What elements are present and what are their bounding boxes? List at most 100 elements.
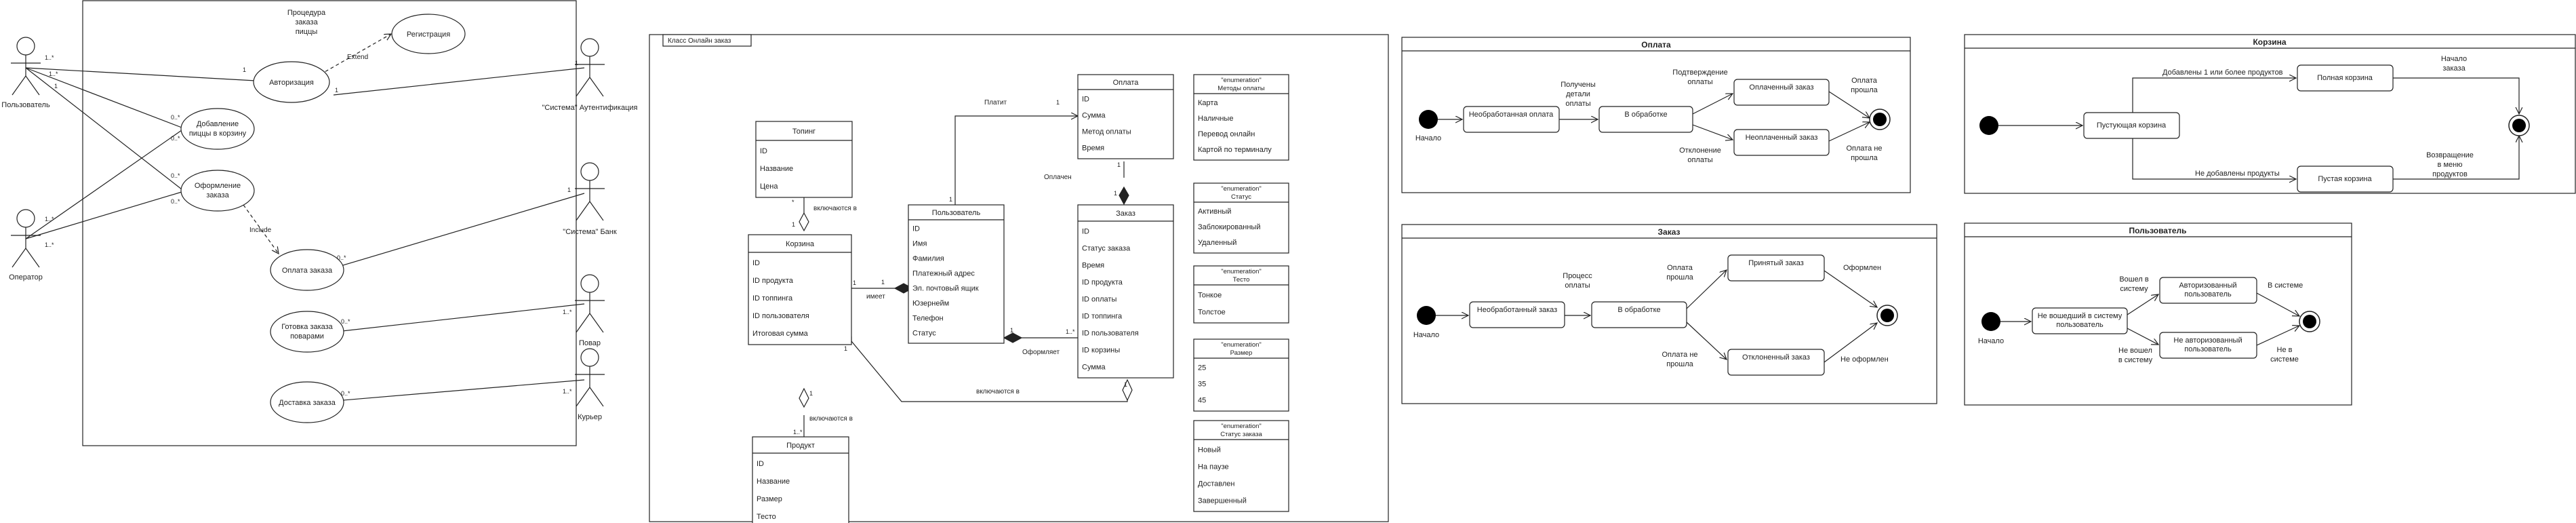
- class-field: ID: [1082, 227, 1089, 235]
- payment-state-unpaid[interactable]: [1733, 129, 1830, 156]
- usecase-add-pizza[interactable]: [180, 108, 255, 150]
- class-relation-labels: включаются в включаются в включаются в и…: [809, 99, 1072, 423]
- class-field: Размер: [757, 495, 782, 503]
- cart-state-full[interactable]: [2297, 64, 2394, 92]
- enum-status[interactable]: "enumeration"СтатусАктивныйЗаблокированн…: [1193, 182, 1289, 254]
- order-label-not-issued: Не оформлен: [1840, 355, 1889, 364]
- class-field: Перевод онлайн: [1198, 130, 1255, 138]
- order-start-label: Начало: [1413, 331, 1439, 339]
- user-state-unauthorized[interactable]: [2159, 332, 2257, 359]
- cart-frame: [1964, 34, 2576, 194]
- svg-text:1: 1: [881, 279, 885, 286]
- svg-text:имеет: имеет: [866, 293, 885, 301]
- svg-text:1: 1: [1117, 161, 1121, 168]
- state-order: Заказ Начало Необработанный заказ В обра…: [1401, 224, 1937, 404]
- class-header-label: "enumeration": [1221, 268, 1262, 275]
- usecase-pay[interactable]: [270, 249, 344, 291]
- class-field: ID: [912, 225, 920, 233]
- class-field: Сумма: [1082, 363, 1106, 371]
- order-state-accepted[interactable]: [1727, 254, 1825, 282]
- svg-text:Оформляет: Оформляет: [1022, 348, 1060, 356]
- actor-cook[interactable]: [575, 274, 605, 333]
- class-field: Цена: [760, 182, 778, 191]
- extend-label: Extend: [347, 54, 368, 61]
- class-frame-title: Класс Онлайн заказ: [668, 37, 731, 45]
- class-field: Карта: [1198, 99, 1218, 107]
- svg-text:1..*: 1..*: [793, 429, 803, 435]
- user-state-authorized[interactable]: [2159, 277, 2257, 304]
- cart-label-not-added: Не добавлены продукты: [2195, 170, 2280, 178]
- order-state-accepted-label: Принятый заказ: [1748, 259, 1804, 267]
- usecase-cook[interactable]: [270, 311, 344, 353]
- svg-text:0..*: 0..*: [171, 114, 180, 121]
- usecase-registration[interactable]: [391, 14, 466, 54]
- class-field: ID оплаты: [1082, 295, 1116, 303]
- actor-user[interactable]: [11, 37, 41, 96]
- usecase-multiplicities: 1..* 1..* 1 1 0..* 0..* 0..* 0..* 1..* 1…: [45, 54, 578, 397]
- cart-state-empty-start[interactable]: [2083, 112, 2180, 139]
- cart-state-empty[interactable]: [2297, 166, 2394, 193]
- user-state-entering[interactable]: [2032, 307, 2128, 334]
- class-field: ID продукта: [752, 277, 794, 285]
- class-field: ID продукта: [1082, 278, 1123, 286]
- class-field: ID топпинга: [752, 294, 793, 303]
- class-field: Статус заказа: [1082, 244, 1131, 252]
- state-user: Пользователь Начало Не вошедший в систем…: [1964, 222, 2352, 406]
- payment-start-node: [1419, 110, 1438, 129]
- class-field: Удаленный: [1198, 239, 1236, 247]
- usecase-delivery[interactable]: [270, 381, 344, 423]
- svg-text:1: 1: [1124, 381, 1127, 388]
- usecase-authorization-label: Авторизация: [269, 79, 314, 87]
- class-field: ID: [760, 147, 767, 155]
- state-cart: Корзина Пустующая корзина Полная корзина…: [1964, 34, 2576, 194]
- system-boundary: [82, 0, 577, 446]
- svg-text:1..*: 1..*: [563, 309, 572, 315]
- class-header-label: "enumeration": [1221, 77, 1262, 84]
- order-state-processing[interactable]: [1591, 301, 1687, 328]
- user-start-label: Начало: [1978, 337, 2004, 345]
- order-state-raw[interactable]: [1469, 301, 1565, 328]
- usecase-delivery-label: Доставка заказа: [279, 399, 336, 407]
- actor-bank-system[interactable]: [575, 162, 605, 221]
- user-start-node: [1981, 312, 2000, 331]
- svg-text:0..*: 0..*: [341, 390, 350, 397]
- actor-courier[interactable]: [575, 348, 605, 407]
- usecase-authorization[interactable]: [253, 61, 330, 103]
- class-multiplicities: * 1 1 1..* 1 1 1 1 1 1 1 1..* 1 1: [792, 99, 1127, 435]
- cart-topping-diamond: [799, 212, 809, 232]
- payment-state-paid[interactable]: [1733, 79, 1830, 106]
- svg-text:1: 1: [243, 66, 246, 73]
- enum-pay-methods[interactable]: "enumeration"Методы оплатыКартаНаличныеП…: [1193, 74, 1289, 161]
- payment-state-processing[interactable]: [1598, 106, 1693, 133]
- svg-text:0..*: 0..*: [337, 254, 346, 261]
- usecase-pay-label: Оплата заказа: [282, 267, 333, 275]
- class-field: 35: [1198, 381, 1206, 389]
- class-field: 25: [1198, 364, 1206, 372]
- usecase-checkout[interactable]: [180, 170, 255, 212]
- svg-text:*: *: [792, 199, 794, 206]
- svg-text:0..*: 0..*: [171, 135, 180, 142]
- class-field: Сумма: [1082, 112, 1106, 120]
- svg-text:1: 1: [335, 87, 338, 94]
- class-field: ID топпинга: [1082, 312, 1123, 320]
- order-title: Заказ: [1658, 227, 1681, 237]
- actor-operator[interactable]: [11, 209, 41, 268]
- class-product[interactable]: ПродуктIDНазваниеРазмерТестоЦена: [752, 436, 849, 523]
- payment-state-raw[interactable]: [1463, 106, 1560, 133]
- svg-text:1: 1: [54, 83, 58, 90]
- payment-start-label: Начало: [1415, 134, 1441, 142]
- actor-auth-system[interactable]: [575, 38, 605, 97]
- class-field: Время: [1082, 261, 1104, 269]
- order-state-rejected[interactable]: [1727, 349, 1825, 376]
